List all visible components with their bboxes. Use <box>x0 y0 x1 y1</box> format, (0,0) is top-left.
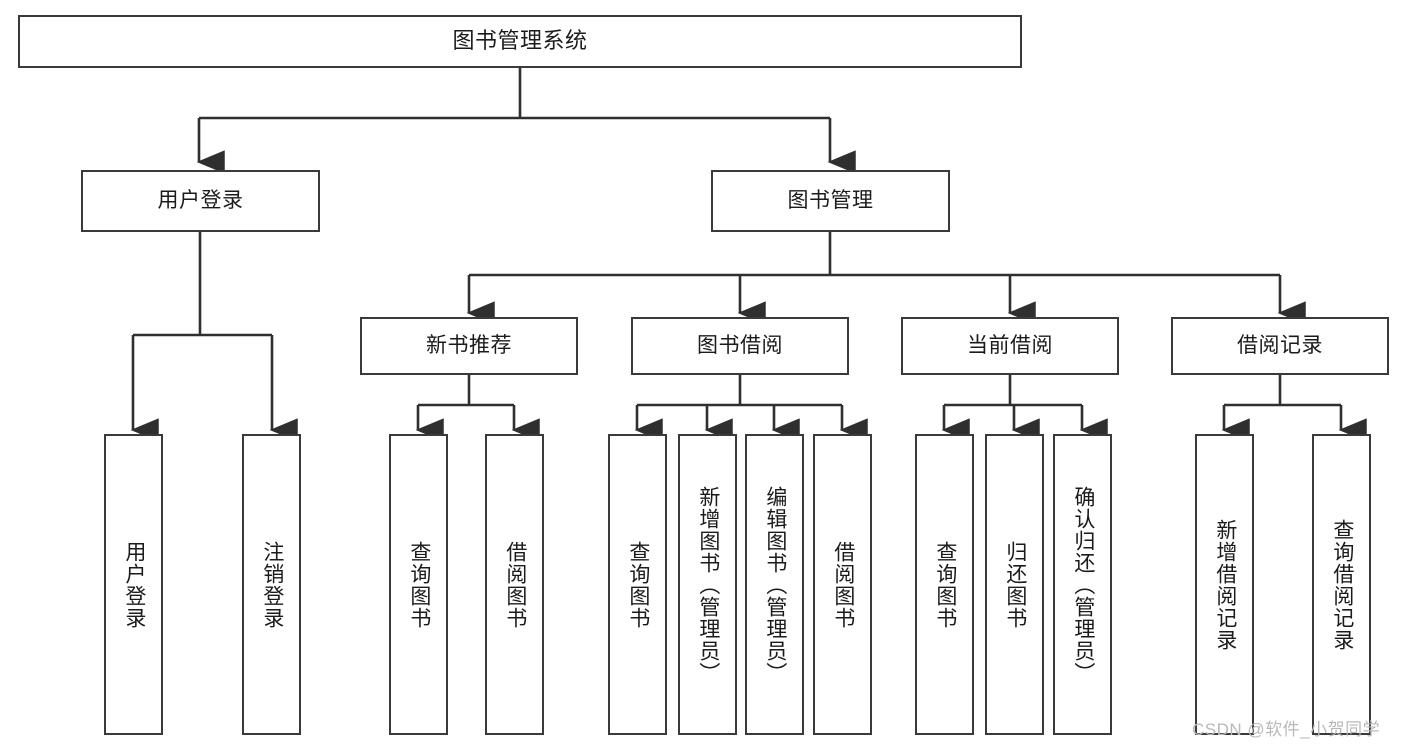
node-label: 查询图书 <box>407 540 431 629</box>
node-label: 确认归还（管理员） <box>1071 485 1095 684</box>
node-label: 新增图书（管理员） <box>696 485 720 684</box>
leaf-edit-book-admin[interactable]: 编辑图书（管理员） <box>745 434 804 735</box>
node-borrow-record[interactable]: 借阅记录 <box>1171 317 1389 375</box>
node-book-management[interactable]: 图书管理 <box>711 170 950 232</box>
leaf-borrow-book-recommend[interactable]: 借阅图书 <box>485 434 544 735</box>
node-label: 编辑图书（管理员） <box>763 485 787 684</box>
leaf-query-book-borrow[interactable]: 查询图书 <box>608 434 667 735</box>
node-book-borrow[interactable]: 图书借阅 <box>631 317 849 375</box>
node-label: 借阅图书 <box>831 540 855 629</box>
leaf-logout[interactable]: 注销登录 <box>242 434 301 735</box>
node-label: 查询图书 <box>933 540 957 629</box>
leaf-borrow-book[interactable]: 借阅图书 <box>813 434 872 735</box>
leaf-query-borrow-record[interactable]: 查询借阅记录 <box>1312 434 1371 735</box>
leaf-query-book-recommend[interactable]: 查询图书 <box>389 434 448 735</box>
node-label: 图书借阅 <box>697 334 783 358</box>
node-label: 注销登录 <box>260 540 284 629</box>
node-label: 借阅图书 <box>503 540 527 629</box>
node-root-system[interactable]: 图书管理系统 <box>18 15 1022 68</box>
node-user-login[interactable]: 用户登录 <box>81 170 320 232</box>
node-new-book-recommend[interactable]: 新书推荐 <box>360 317 578 375</box>
leaf-return-book[interactable]: 归还图书 <box>985 434 1044 735</box>
node-label: 图书管理 <box>787 189 874 213</box>
node-label: 归还图书 <box>1003 540 1027 629</box>
node-label: 当前借阅 <box>967 334 1053 358</box>
node-label: 新增借阅记录 <box>1213 518 1237 651</box>
node-current-borrow[interactable]: 当前借阅 <box>901 317 1119 375</box>
leaf-add-book-admin[interactable]: 新增图书（管理员） <box>678 434 737 735</box>
node-label: 用户登录 <box>122 540 146 629</box>
node-label: 新书推荐 <box>426 334 512 358</box>
node-label: 借阅记录 <box>1237 334 1323 358</box>
leaf-add-borrow-record[interactable]: 新增借阅记录 <box>1195 434 1254 735</box>
node-label: 用户登录 <box>157 189 244 213</box>
leaf-confirm-return-admin[interactable]: 确认归还（管理员） <box>1053 434 1112 735</box>
leaf-query-book-current[interactable]: 查询图书 <box>915 434 974 735</box>
node-label: 查询借阅记录 <box>1330 518 1354 651</box>
node-label: 查询图书 <box>626 540 650 629</box>
leaf-user-login[interactable]: 用户登录 <box>104 434 163 735</box>
node-label: 图书管理系统 <box>452 28 588 54</box>
